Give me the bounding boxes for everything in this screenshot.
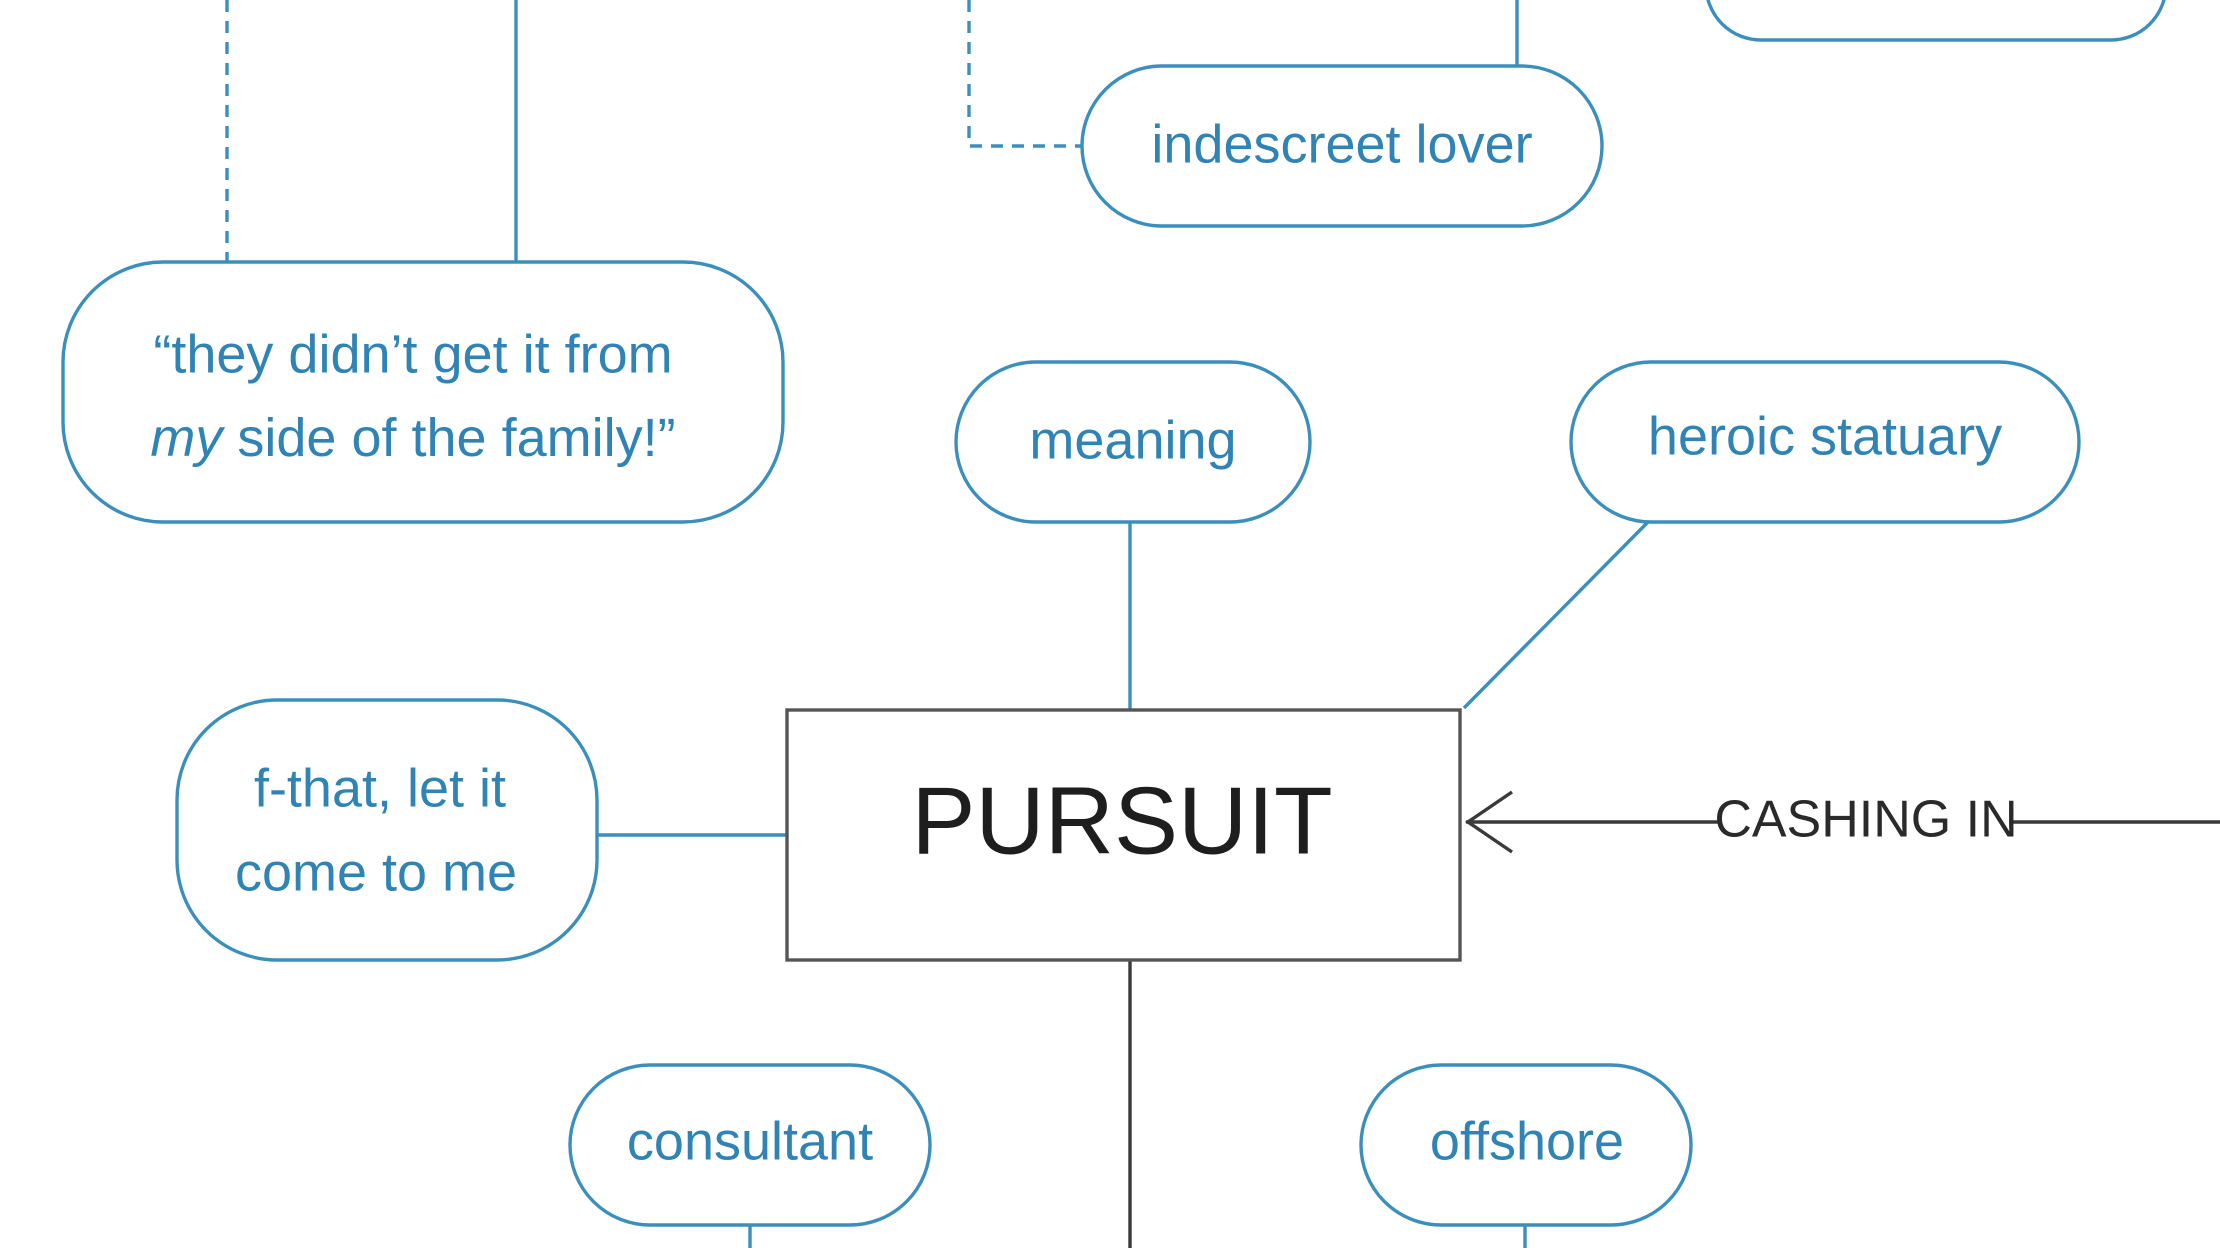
node-label-let-it-come-line2: come to me (235, 842, 517, 902)
node-pursuit (785, 708, 1462, 962)
node-label-family-italic: my (150, 408, 225, 468)
node-partial-top-right (1706, 0, 2166, 42)
node-offshore (1359, 1063, 1693, 1227)
node-label-offshore: offshore (1430, 1111, 1624, 1171)
edge-label-cashing-in: CASHING IN (1714, 791, 2017, 849)
node-meaning (954, 360, 1312, 524)
node-label-family-rest: side of the family!” (222, 408, 675, 468)
node-label-heroic-statuary: heroic statuary (1648, 406, 2002, 466)
node-label-family-line2: my side of the family!” (150, 408, 675, 468)
node-label-family-line1: “they didn’t get it from (153, 324, 672, 384)
node-label-pursuit: PURSUIT (911, 767, 1332, 874)
edge-statuary-pursuit (1462, 520, 1650, 710)
node-label-meaning: meaning (1029, 410, 1236, 470)
node-label-consultant: consultant (627, 1111, 873, 1171)
dashed-edge-lover (967, 0, 1082, 148)
node-heroic-statuary (1569, 360, 2081, 524)
node-label-let-it-come-line1: f-that, let it (254, 758, 506, 818)
arrowhead-icon (1464, 790, 1513, 854)
node-family-quote (61, 260, 785, 524)
node-label-indescreet-lover: indescreet lover (1151, 114, 1532, 174)
node-indescreet-lover (1080, 64, 1604, 228)
node-let-it-come (175, 698, 599, 962)
node-consultant (568, 1063, 932, 1227)
